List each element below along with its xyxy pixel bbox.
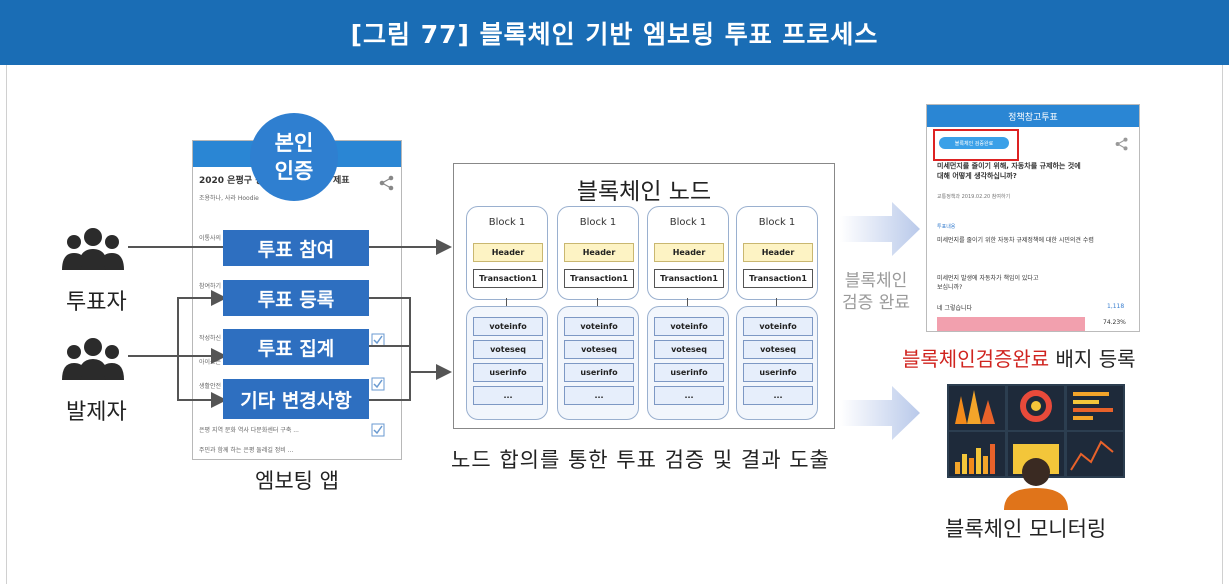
block-column: Block 1 Header Transaction1 voteinfo vot… — [736, 206, 818, 424]
block-name: Block 1 — [579, 217, 617, 228]
block-info-cell: userinfo — [564, 363, 634, 382]
block-info-cell: ... — [564, 386, 634, 405]
auth-badge-line1: 본인 — [274, 131, 314, 155]
result-opinion-2: 보십니까? — [937, 284, 963, 291]
block-data-group: voteinfo voteseq userinfo ... — [557, 306, 639, 420]
block-column: Block 1 Header Transaction1 voteinfo vot… — [466, 206, 548, 424]
result-answer-percent: 74.23% — [1103, 319, 1126, 326]
block-header-cell: Header — [473, 243, 543, 262]
node-caption: 노드 합의를 통한 투표 검증 및 결과 도출 — [451, 448, 830, 472]
share-icon — [1115, 137, 1128, 151]
block-header-cell: Header — [743, 243, 813, 262]
block-header-group: Block 1 Header Transaction1 — [647, 206, 729, 300]
block-info-cell: ... — [743, 386, 813, 405]
figure-frame — [6, 65, 1223, 584]
block-connector — [776, 298, 777, 308]
function-vote-tally: 투표 집계 — [223, 329, 369, 365]
app-screen-line: 주민과 함께 하는 은평 둘레길 정비 ... — [199, 447, 294, 454]
function-other-changes: 기타 변경사항 — [223, 379, 369, 419]
result-opinion: 미세먼지 발생에 자동차가 책임이 있다고 — [937, 275, 1039, 282]
auth-badge-line2: 인증 — [274, 159, 314, 183]
block-info-cell: voteseq — [654, 340, 724, 359]
node-title: 블록체인 노드 — [576, 179, 712, 205]
block-info-cell: voteseq — [473, 340, 543, 359]
checkbox-icon — [371, 377, 385, 391]
checkbox-icon — [371, 423, 385, 437]
block-info-cell: ... — [473, 386, 543, 405]
result-sub-label: 투표내용 — [937, 224, 956, 230]
block-connector — [597, 298, 598, 308]
block-column: Block 1 Header Transaction1 voteinfo vot… — [557, 206, 639, 424]
block-header-group: Block 1 Header Transaction1 — [557, 206, 639, 300]
share-icon — [379, 175, 394, 191]
result-sub-text: 미세먼지를 줄이기 위한 자동차 규제정책에 대한 시민의견 수렴 — [937, 237, 1094, 244]
block-info-cell: voteinfo — [564, 317, 634, 336]
block-connector — [506, 298, 507, 308]
block-header-group: Block 1 Header Transaction1 — [736, 206, 818, 300]
function-vote-register: 투표 등록 — [223, 280, 369, 316]
block-header-cell: Header — [564, 243, 634, 262]
verified-badge-highlight: 블록체인 검증완료 — [933, 129, 1019, 161]
block-header-cell: Header — [654, 243, 724, 262]
monitor-stand — [1004, 458, 1068, 510]
monitoring-caption: 블록체인 모니터링 — [945, 517, 1107, 541]
app-screen-title: 2020 은평구 청책 — [199, 176, 272, 186]
block-info-cell: voteinfo — [743, 317, 813, 336]
result-screen-bar: 정책참고투표 — [927, 105, 1139, 127]
app-screen-line: 조용하나, 사라 Hoodie — [199, 195, 259, 202]
result-answer-count: 1,118 — [1107, 303, 1125, 310]
figure-title: [그림 77] 블록체인 기반 엠보팅 투표 프로세스 — [0, 0, 1229, 65]
block-transaction-cell: Transaction1 — [564, 269, 634, 288]
block-info-cell: userinfo — [473, 363, 543, 382]
block-name: Block 1 — [758, 217, 796, 228]
app-screen-line: 작성하신 의견 — [199, 335, 235, 342]
app-screen-title-tail: 제표 — [333, 176, 350, 186]
result-answer: 네 그렇습니다 — [937, 305, 973, 312]
app-screen-line: 생활안전 의견 — [199, 383, 235, 390]
proposer-label: 발제자 — [66, 400, 127, 425]
verified-arrow-icon — [840, 202, 920, 256]
block-info-cell: userinfo — [654, 363, 724, 382]
block-transaction-cell: Transaction1 — [473, 269, 543, 288]
block-data-group: voteinfo voteseq userinfo ... — [466, 306, 548, 420]
block-transaction-cell: Transaction1 — [743, 269, 813, 288]
voter-group-icon — [62, 228, 124, 270]
monitor-arrow-icon — [840, 386, 920, 440]
block-data-group: voteinfo voteseq userinfo ... — [647, 306, 729, 420]
block-info-cell: userinfo — [743, 363, 813, 382]
proposer-group-icon — [62, 338, 124, 380]
voter-label: 투표자 — [66, 290, 127, 315]
block-name: Block 1 — [488, 217, 526, 228]
result-question-2: 대해 어떻게 생각하십니까? — [937, 172, 1017, 180]
monitoring-dashboard-illustration — [947, 384, 1125, 478]
block-connector — [687, 298, 688, 308]
block-info-cell: voteinfo — [654, 317, 724, 336]
app-screen-line: 참여하기 — [199, 283, 222, 290]
block-info-cell: voteinfo — [473, 317, 543, 336]
block-info-cell: ... — [654, 386, 724, 405]
verified-vote-screen: 정책참고투표 블록체인 검증완료 미세먼지를 줄이기 위해, 자동차를 규제하는… — [926, 104, 1140, 332]
block-transaction-cell: Transaction1 — [654, 269, 724, 288]
badge-register-caption: 블록체인검증완료 배지 등록 — [902, 347, 1136, 371]
block-info-cell: voteseq — [743, 340, 813, 359]
app-screen-line: 은평 지역 문화 역사 다문화센터 구축 ... — [199, 427, 299, 434]
block-info-cell: voteseq — [564, 340, 634, 359]
blockchain-node-box: 블록체인 노드 Block 1 Header Transaction1 vote… — [453, 163, 835, 429]
result-question: 미세먼지를 줄이기 위해, 자동차를 규제하는 것에 — [937, 162, 1081, 170]
result-meta: 교통정책과 2019.02.20 참여하기 — [937, 194, 1011, 200]
verified-badge: 블록체인 검증완료 — [939, 137, 1009, 149]
app-label: 엠보팅 앱 — [255, 469, 339, 493]
function-vote-participate: 투표 참여 — [223, 230, 369, 266]
block-header-group: Block 1 Header Transaction1 — [466, 206, 548, 300]
result-answer-bar — [937, 317, 1085, 331]
block-column: Block 1 Header Transaction1 voteinfo vot… — [647, 206, 729, 424]
block-name: Block 1 — [669, 217, 707, 228]
block-data-group: voteinfo voteseq userinfo ... — [736, 306, 818, 420]
